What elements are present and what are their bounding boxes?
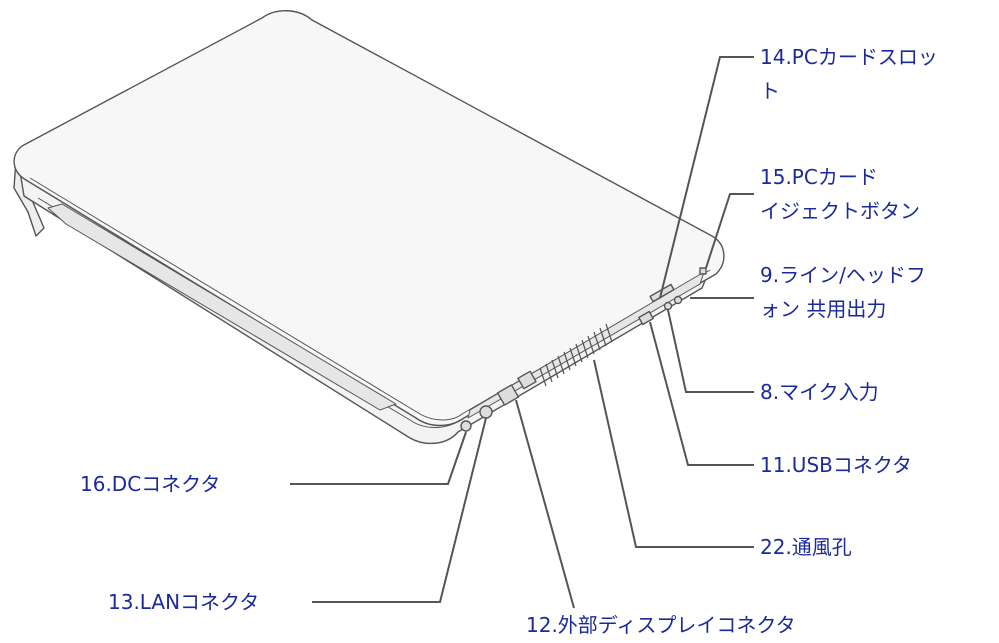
- side-panel: [47, 203, 397, 411]
- callout-line-headphone[interactable]: 9.ライン/ヘッドフ ォン 共用出力: [760, 258, 926, 326]
- usb-port: [638, 310, 654, 326]
- callout-line-headphone-line1: 9.ライン/ヘッドフ: [760, 263, 926, 287]
- callout-usb[interactable]: 11.USBコネクタ: [760, 448, 912, 482]
- callout-pc-card-eject-line1: 15.PCカード: [760, 165, 878, 189]
- leader-lines: [290, 56, 754, 609]
- eject-button: [699, 267, 707, 275]
- leader-pc-card-slot: [659, 56, 754, 299]
- callout-ext-display[interactable]: 12.外部ディスプレイコネクタ: [526, 608, 796, 642]
- callout-pc-card-slot-line2: ト: [760, 79, 780, 103]
- headphone-jack: [673, 295, 683, 305]
- callout-pc-card-eject[interactable]: 15.PCカード イジェクトボタン: [760, 160, 920, 228]
- lid-edge: [29, 177, 711, 421]
- callout-usb-line1: 11.USBコネクタ: [760, 453, 913, 477]
- callout-vent[interactable]: 22.通風孔: [760, 530, 852, 564]
- laptop-lid: [13, 10, 725, 427]
- callout-pc-card-slot[interactable]: 14.PCカードスロッ ト: [760, 40, 938, 108]
- side-rail: [37, 197, 461, 428]
- leader-ext-display: [515, 399, 575, 609]
- callout-mic-in-line1: 8.マイク入力: [760, 380, 879, 404]
- callout-pc-card-eject-line2: イジェクトボタン: [760, 199, 920, 223]
- leader-mic: [667, 309, 754, 393]
- callout-line-headphone-line2: ォン 共用出力: [760, 297, 887, 321]
- vga-port: [517, 370, 537, 390]
- laptop-illustration: [13, 10, 725, 445]
- leader-vent: [593, 359, 754, 548]
- leader-dc: [290, 431, 467, 485]
- callout-pc-card-slot-line1: 14.PCカードスロッ: [760, 45, 938, 69]
- leader-lan: [312, 417, 487, 603]
- leader-usb: [649, 321, 754, 466]
- lan-port: [479, 405, 493, 419]
- callout-dc-line1: 16.DCコネクタ: [80, 472, 221, 496]
- callout-lan[interactable]: 13.LANコネクタ: [108, 585, 259, 619]
- dc-port: [460, 420, 472, 432]
- vent-slats: [539, 323, 613, 387]
- callout-mic-in[interactable]: 8.マイク入力: [760, 375, 879, 409]
- callout-lan-line1: 13.LANコネクタ: [108, 590, 260, 614]
- leader-pc-card-eject: [705, 193, 754, 269]
- callout-vent-line1: 22.通風孔: [760, 535, 852, 559]
- ext-display-port: [496, 384, 520, 406]
- callout-ext-display-line1: 12.外部ディスプレイコネクタ: [526, 613, 796, 637]
- mic-jack: [663, 301, 673, 311]
- callout-dc[interactable]: 16.DCコネクタ: [80, 467, 220, 501]
